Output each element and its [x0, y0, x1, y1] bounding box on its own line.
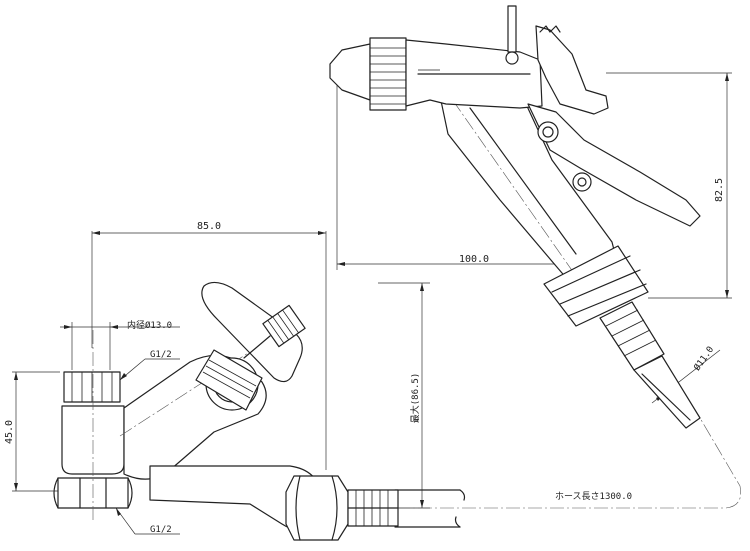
nozzle-trigger	[527, 25, 701, 227]
dimension-g12-upper: G1/2	[119, 350, 180, 381]
thread-lower-label: G1/2	[150, 525, 172, 535]
dimension-85-label: 85.0	[197, 221, 221, 232]
dimension-865-label: 最大(86.5)	[409, 373, 421, 424]
dimension-inner-diameter-label: 内径Ø13.0	[127, 319, 172, 331]
dimension-100-label: 100.0	[459, 254, 489, 265]
faucet-valve-stem	[195, 349, 263, 411]
nozzle-head	[329, 5, 543, 111]
dimension-865: 最大(86.5)	[350, 282, 430, 509]
faucet-handle-lever	[201, 281, 306, 383]
dimension-11-label: Ø11.0	[692, 344, 717, 373]
thread-upper-label: G1/2	[150, 350, 172, 360]
dimension-825: 82.5	[606, 72, 732, 299]
dimension-825-label: 82.5	[714, 178, 725, 202]
dimension-45: 45.0	[4, 371, 60, 492]
hose-length-label: ホース長さ1300.0	[555, 491, 632, 502]
dimension-g12-lower: G1/2	[115, 507, 180, 535]
nozzle-coupling	[543, 245, 701, 429]
dimension-45-label: 45.0	[4, 420, 15, 444]
dimension-inner-diameter: 内径Ø13.0	[60, 319, 180, 370]
dimension-85: 85.0	[91, 221, 327, 470]
hose-coupler	[285, 475, 399, 541]
